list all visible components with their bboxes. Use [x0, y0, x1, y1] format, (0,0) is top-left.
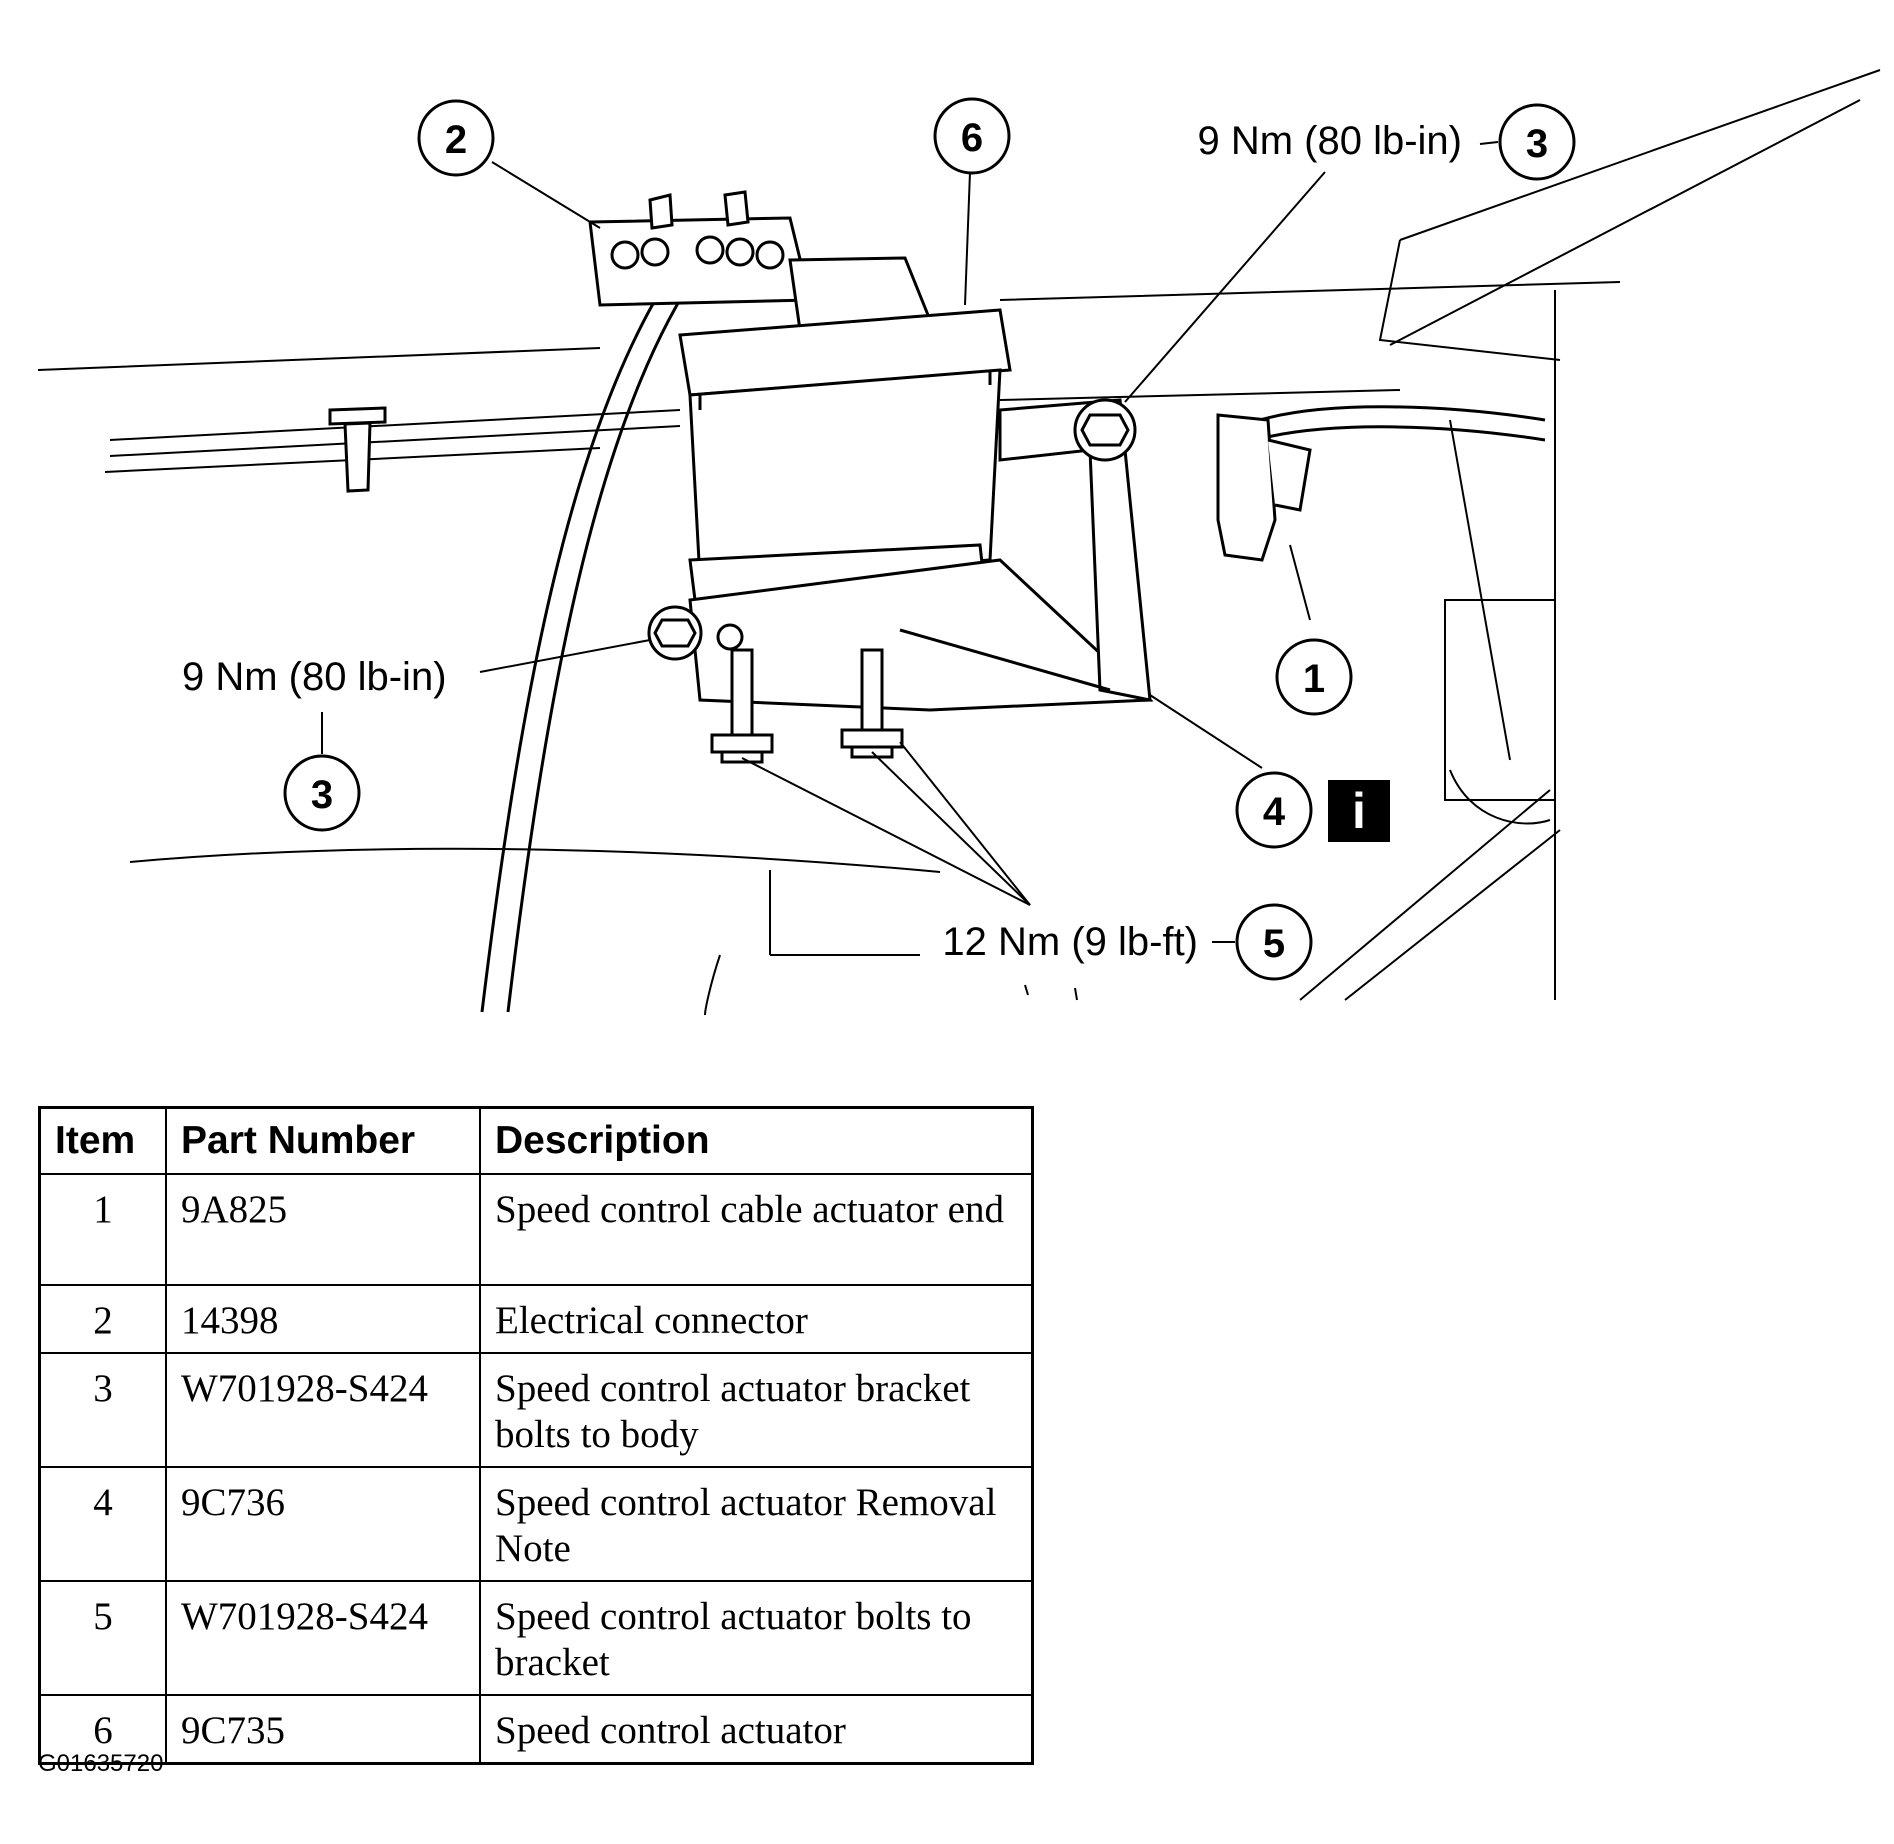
- row-description: Speed control actuator bolts to bracket: [479, 1580, 1034, 1696]
- header-item: Item: [38, 1106, 167, 1175]
- table-row: 6 9C735 Speed control actuator: [38, 1694, 1034, 1765]
- callout-5: 5: [1235, 903, 1313, 981]
- parts-table: Item Part Number Description 1 9A825 Spe…: [38, 1106, 1034, 1765]
- callout-2: 2: [417, 99, 495, 177]
- row-description: Speed control actuator bracket bolts to …: [479, 1352, 1034, 1468]
- push-pin-clip: [328, 406, 387, 493]
- actuator-diagram: 2 6 3 1 3 4 5 i 9 Nm (80 lb-in) 9 Nm (80…: [37, 69, 1881, 1016]
- figure-id: G01635720: [38, 1750, 164, 1777]
- row-description: Electrical connector: [479, 1284, 1034, 1354]
- row-part-number: 9C736: [165, 1466, 481, 1582]
- callout-number: 5: [1263, 922, 1285, 966]
- torque-bracket-bolts: 12 Nm (9 lb-ft): [942, 920, 1198, 964]
- callout-1: 1: [1275, 638, 1353, 716]
- info-icon-glyph: i: [1352, 783, 1366, 839]
- mounting-bracket: [688, 398, 1154, 712]
- row-item: 6: [38, 1694, 167, 1765]
- table-header-row: Item Part Number Description: [38, 1106, 1034, 1175]
- cable-actuator-end: [1216, 413, 1312, 562]
- row-description: Speed control cable actuator end: [479, 1173, 1034, 1286]
- row-item: 2: [38, 1284, 167, 1354]
- row-part-number: 9A825: [165, 1173, 481, 1286]
- row-item: 4: [38, 1466, 167, 1582]
- leader-lines: [321, 141, 1499, 1001]
- row-item: 3: [38, 1352, 167, 1468]
- header-description: Description: [479, 1106, 1034, 1175]
- callout-number: 3: [1526, 122, 1548, 166]
- electrical-connector: [588, 190, 933, 332]
- header-part-number: Part Number: [165, 1106, 481, 1175]
- row-part-number: 14398: [165, 1284, 481, 1354]
- upper-bolt: [1073, 398, 1137, 462]
- table-row: 5 W701928-S424 Speed control actuator bo…: [38, 1580, 1034, 1696]
- row-part-number: 9C735: [165, 1694, 481, 1765]
- cable-to-actuator-end: [1254, 405, 1546, 442]
- callout-6: 6: [933, 97, 1011, 175]
- callout-3-left: 3: [283, 754, 361, 832]
- callout-number: 3: [311, 773, 333, 817]
- wiring-harness: [480, 259, 702, 1013]
- callout-number: 1: [1303, 657, 1325, 701]
- row-item: 1: [38, 1173, 167, 1286]
- bracket-bolts: [710, 648, 904, 764]
- torque-upper-bolt: 9 Nm (80 lb-in): [1197, 119, 1462, 163]
- table-row: 4 9C736 Speed control actuator Removal N…: [38, 1466, 1034, 1582]
- info-icon: i: [1328, 780, 1390, 842]
- row-part-number: W701928-S424: [165, 1352, 481, 1468]
- callout-number: 6: [961, 116, 983, 160]
- callout-number: 4: [1263, 790, 1286, 834]
- row-part-number: W701928-S424: [165, 1580, 481, 1696]
- callout-number: 2: [445, 118, 467, 162]
- row-item: 5: [38, 1580, 167, 1696]
- row-description: Speed control actuator Removal Note: [479, 1466, 1034, 1582]
- table-row: 2 14398 Electrical connector: [38, 1284, 1034, 1354]
- left-bolt: [647, 605, 744, 661]
- callout-3-upper: 3: [1498, 103, 1576, 181]
- torque-left-bolt: 9 Nm (80 lb-in): [182, 655, 447, 699]
- table-row: 1 9A825 Speed control cable actuator end: [38, 1173, 1034, 1286]
- table-row: 3 W701928-S424 Speed control actuator br…: [38, 1352, 1034, 1468]
- callout-4: 4: [1235, 771, 1313, 849]
- actuator-body: [678, 308, 1012, 602]
- row-description: Speed control actuator: [479, 1694, 1034, 1765]
